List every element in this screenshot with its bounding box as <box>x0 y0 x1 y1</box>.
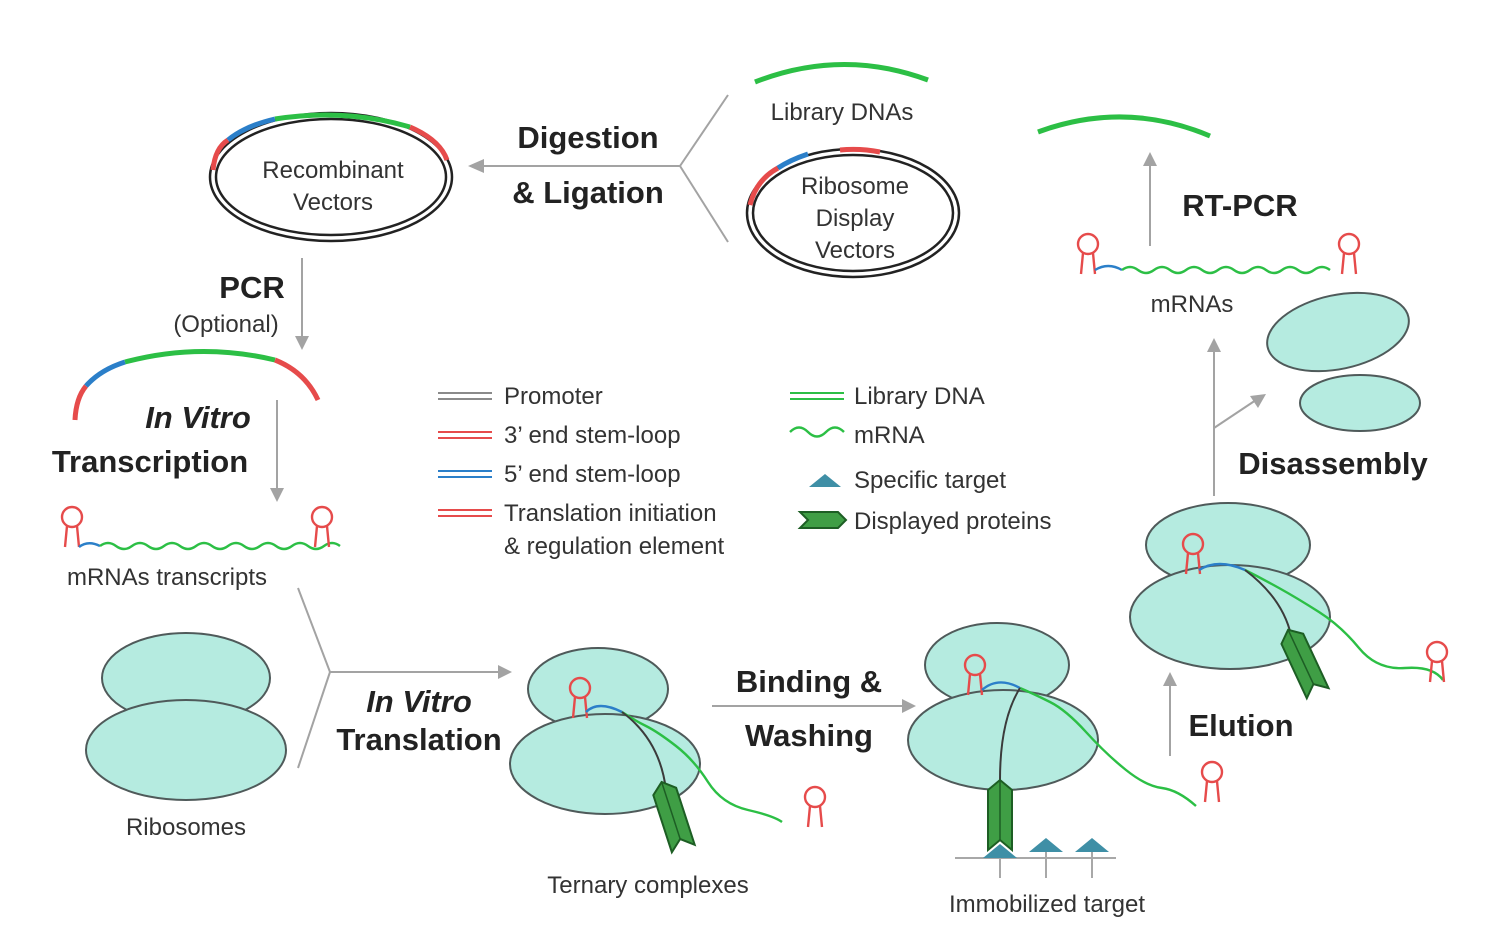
immobilized-target <box>955 838 1116 878</box>
disassembly-arrow <box>1207 338 1266 496</box>
legend-promoter: Promoter <box>438 383 603 410</box>
step-disassembly: Disassembly <box>1238 446 1428 481</box>
step-washing: Washing <box>745 718 873 753</box>
translation-arrow <box>297 587 512 769</box>
legend-mrna: mRNA <box>789 422 925 449</box>
rt-pcr-product-dna <box>1037 114 1211 139</box>
target-triangle-icon <box>1029 838 1063 852</box>
ribosome-display-vector-label-3: Vectors <box>815 237 895 264</box>
protein-arrow-icon <box>797 511 848 529</box>
legend-library-dna: Library DNA <box>790 383 985 410</box>
legend: Promoter 3’ end stem-loop 5’ end stem-lo… <box>438 383 1051 560</box>
digestion-ligation-arrow <box>468 94 729 243</box>
pcr-product-dna <box>72 348 321 421</box>
library-dna-strand <box>754 62 929 85</box>
target-triangle-icon <box>809 474 841 487</box>
target-triangle-icon <box>1075 838 1109 852</box>
ribosomes-label: Ribosomes <box>126 814 246 841</box>
legend-specific-target-label: Specific target <box>854 467 1006 494</box>
legend-mrna-label: mRNA <box>854 422 925 449</box>
legend-promoter-label: Promoter <box>504 383 603 410</box>
step-pcr-optional: (Optional) <box>173 311 278 338</box>
bound-complex <box>907 622 1224 851</box>
legend-displayed-proteins-label: Displayed proteins <box>854 508 1051 535</box>
step-rt-pcr: RT-PCR <box>1182 188 1297 223</box>
mrna-transcript <box>60 505 342 551</box>
step-binding: Binding & <box>736 664 882 699</box>
ribosome-display-vector-label-2: Display <box>816 205 895 232</box>
ribosome-display-vector-label-1: Ribosome <box>801 173 909 200</box>
legend-translation-label-2: & regulation element <box>504 533 724 560</box>
legend-specific-target: Specific target <box>809 467 1006 494</box>
immobilized-target-label: Immobilized target <box>949 891 1145 918</box>
step-elution: Elution <box>1188 708 1293 743</box>
binding-washing-arrow <box>712 699 916 713</box>
library-dnas-label: Library DNAs <box>771 99 914 126</box>
recombinant-vector-label-2: Vectors <box>293 189 373 216</box>
transcription-arrow <box>270 400 284 502</box>
ribosome-display-vector: Ribosome Display Vectors <box>745 146 961 279</box>
step-pcr: PCR <box>219 270 284 305</box>
ribosome-dissociated <box>1266 291 1421 432</box>
pcr-arrow <box>295 258 309 350</box>
legend-library-dna-label: Library DNA <box>854 383 985 410</box>
step-in-vitro-transcription-1: In Vitro <box>145 400 251 435</box>
mrnas-label: mRNAs <box>1151 291 1234 318</box>
step-digestion: Digestion <box>517 120 658 155</box>
elution-arrow <box>1163 672 1177 756</box>
ribosome-free <box>85 632 287 801</box>
step-translation: Translation <box>336 722 501 757</box>
legend-3-end-stem-loop: 3’ end stem-loop <box>438 422 681 449</box>
legend-displayed-proteins: Displayed proteins <box>797 508 1051 535</box>
ternary-complexes-label: Ternary complexes <box>547 872 748 899</box>
legend-5-end-stem-loop: 5’ end stem-loop <box>438 461 681 488</box>
library-dnas-group: Library DNAs <box>754 62 929 126</box>
legend-3-end-stem-loop-label: 3’ end stem-loop <box>504 422 681 449</box>
step-in-vitro-translation-1: In Vitro <box>366 684 472 719</box>
legend-translation-element: Translation initiation & regulation elem… <box>438 500 724 560</box>
target-triangle-icon <box>983 844 1017 858</box>
released-mrna <box>1076 232 1361 276</box>
step-transcription: Transcription <box>52 444 248 479</box>
ternary-complex <box>509 647 827 854</box>
recombinant-vector: Recombinant Vectors <box>208 111 454 243</box>
mrnas-transcripts-label: mRNAs transcripts <box>67 564 267 591</box>
legend-5-end-stem-loop-label: 5’ end stem-loop <box>504 461 681 488</box>
legend-translation-label-1: Translation initiation <box>504 500 717 527</box>
eluted-complex <box>1129 502 1449 700</box>
rt-pcr-arrow <box>1143 152 1157 246</box>
recombinant-vector-label-1: Recombinant <box>262 157 404 184</box>
step-ligation: & Ligation <box>512 175 664 210</box>
